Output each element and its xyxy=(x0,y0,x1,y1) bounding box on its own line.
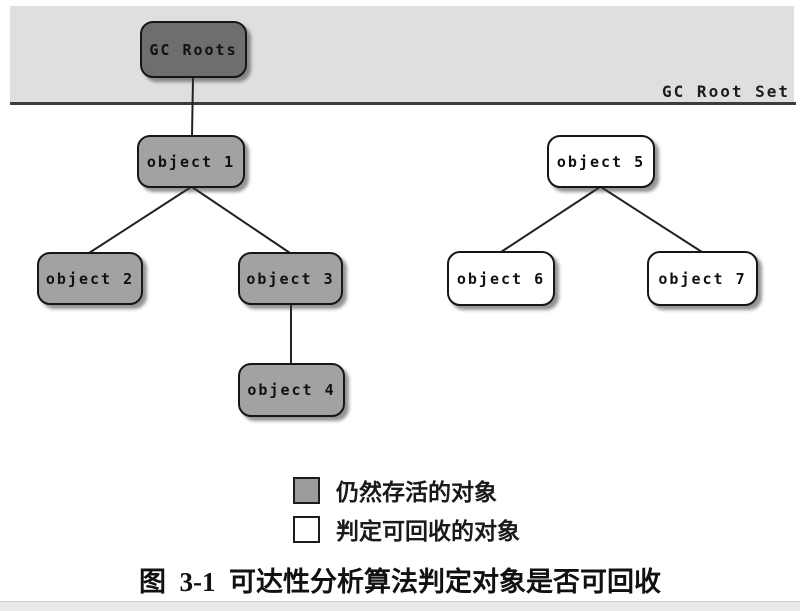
node-object-6: object 6 xyxy=(447,251,555,306)
node-object-7: object 7 xyxy=(647,251,758,306)
gc-root-set-label: GC Root Set xyxy=(662,82,790,101)
gc-root-set-divider xyxy=(10,102,796,105)
node-object-2: object 2 xyxy=(37,252,143,305)
node-gc-roots-label: GC Roots xyxy=(149,40,238,59)
legend-row-recyclable: 判定可回收的对象 xyxy=(293,512,520,546)
edge-object5-object7 xyxy=(600,186,703,253)
node-object-3: object 3 xyxy=(238,252,343,305)
edge-object5-object6 xyxy=(500,186,601,253)
edge-object1-object3 xyxy=(191,186,291,254)
page-bottom-strip xyxy=(0,601,800,611)
node-object-6-label: object 6 xyxy=(456,269,546,288)
legend-swatch-recyclable xyxy=(293,515,320,543)
figure-caption: 图 3-1 可达性分析算法判定对象是否可回收 xyxy=(139,567,661,597)
legend-label-alive: 仍然存活的对象 xyxy=(336,479,497,505)
legend-row-alive: 仍然存活的对象 xyxy=(293,473,520,507)
legend: 仍然存活的对象 判定可回收的对象 xyxy=(293,473,520,546)
node-object-4: object 4 xyxy=(238,363,345,417)
legend-label-recyclable: 判定可回收的对象 xyxy=(336,518,520,544)
node-object-5-label: object 5 xyxy=(556,152,646,171)
node-object-1-label: object 1 xyxy=(146,152,236,171)
node-object-5: object 5 xyxy=(547,135,655,188)
node-object-3-label: object 3 xyxy=(246,269,335,288)
node-object-1: object 1 xyxy=(137,135,245,188)
node-gc-roots: GC Roots xyxy=(140,21,247,78)
legend-swatch-alive xyxy=(293,476,320,504)
node-object-4-label: object 4 xyxy=(247,381,336,399)
node-object-2-label: object 2 xyxy=(45,269,135,288)
edge-object1-object2 xyxy=(88,186,192,254)
node-object-7-label: object 7 xyxy=(658,269,747,288)
